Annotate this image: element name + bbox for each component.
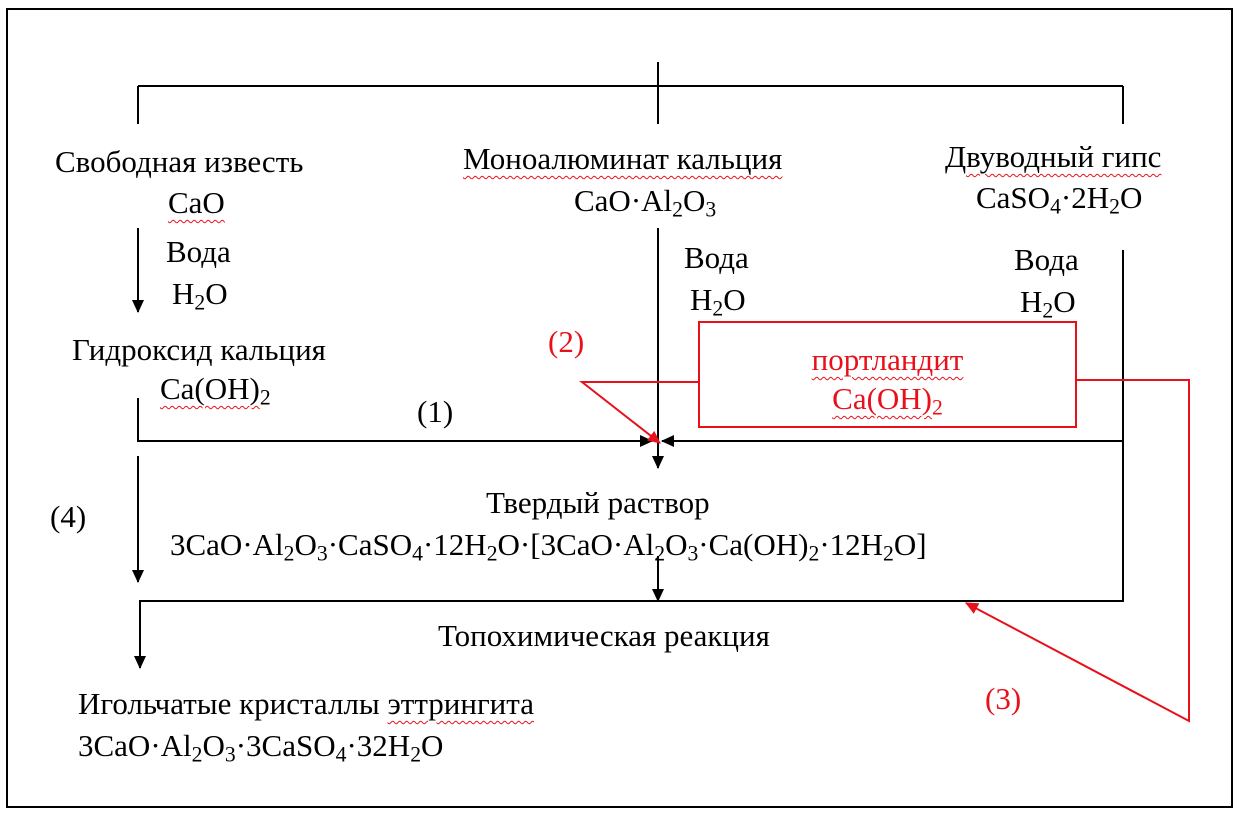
- water-formula-left: H2O: [172, 276, 228, 315]
- topochemical-label: Топохимическая реакция: [438, 618, 770, 653]
- water-formula-right: H2O: [1020, 284, 1076, 323]
- portlandite-arrow-3: [965, 379, 1190, 723]
- portlandite-label: портландит: [811, 342, 964, 377]
- water-label-left: Вода: [166, 234, 231, 269]
- ettringite-label: Игольчатые кристаллы эттрингита: [78, 686, 534, 721]
- water-label-right: Вода: [1014, 242, 1079, 277]
- solid-solution-formula: 3CaO·Al2O3·CaSO4·12H2O·[3CaO·Al2O3·Ca(OH…: [170, 527, 927, 566]
- portlandite-box: [698, 321, 1077, 428]
- diagram-frame: [6, 8, 1233, 808]
- hydroxide-formula: Ca(OH)2: [160, 371, 271, 410]
- water-label-middle: Вода: [684, 240, 749, 275]
- aluminate-formula: CaO·Al2O3: [574, 183, 717, 222]
- step-label-2: (2): [548, 324, 585, 359]
- gypsum-formula: CaSO4·2H2O: [976, 180, 1143, 219]
- step-label-3: (3): [985, 681, 1022, 716]
- step-label-1: (1): [417, 394, 454, 429]
- water-formula-middle: H2O: [690, 282, 746, 321]
- hydroxide-label: Гидроксид кальция: [72, 332, 326, 367]
- portlandite-arrow-2: [579, 381, 699, 444]
- aluminate-label: Моноалюминат кальция: [463, 141, 783, 176]
- portlandite-formula: Ca(OH)2: [832, 381, 943, 420]
- step-label-4: (4): [50, 499, 87, 534]
- solid-solution-label: Твердый раствор: [486, 485, 710, 520]
- free-lime-label: Свободная известь: [55, 144, 304, 179]
- ettringite-formula: 3CaO·Al2O3·3CaSO4·32H2O: [78, 728, 444, 767]
- gypsum-label: Двуводный гипс: [945, 139, 1162, 174]
- hydroxide-to-junction: [137, 398, 653, 447]
- bottom-bar: [134, 441, 1124, 669]
- free-lime-formula: CaO: [168, 185, 225, 220]
